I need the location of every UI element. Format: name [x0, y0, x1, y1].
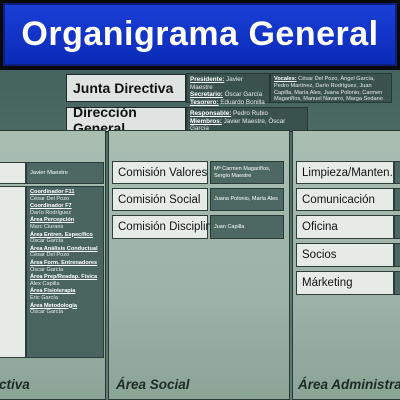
tesorero-key: Tesorero:: [190, 98, 219, 106]
admin-item-comunicacion: Comunicación: [296, 188, 394, 211]
junta-directiva-label: Junta Directiva: [73, 80, 174, 96]
deportiva-director-info: Javier Maestre: [26, 162, 104, 184]
admin-item-side: [394, 161, 400, 184]
page-title: Organigrama General: [21, 15, 379, 53]
comision-valores-names: Mª Carmen Magariños, Sergio Maestre: [214, 166, 271, 179]
admin-item-side: [394, 271, 400, 295]
comision-social-names: Juana Polonio, María Ales: [214, 196, 278, 203]
area-social-title: Área Social: [116, 377, 190, 392]
admin-item-limpieza: Limpieza/Manten.: [296, 161, 394, 184]
admin-item-label: Oficina: [302, 221, 338, 233]
responsable-value: Pedro Rubio: [233, 110, 269, 117]
comision-social-box: Comisión Social: [112, 188, 208, 211]
area-person: César Del Pozo: [30, 252, 70, 259]
area-person: Óscar García: [30, 238, 64, 245]
admin-item-label: Márketing: [302, 277, 353, 289]
area-person: Marc Ciurans: [30, 223, 64, 230]
area-person: Óscar García: [30, 266, 64, 273]
area-heading: Área Form. Entrenadores: [30, 259, 98, 266]
area-heading: Área Percepción: [30, 217, 75, 224]
comision-social-label: Comisión Social: [118, 193, 201, 206]
junta-officers-info: Presidente: Javier Maestre Secretario: Ó…: [186, 73, 270, 106]
comision-social-members: Juana Polonio, María Ales: [210, 188, 284, 211]
area-heading: Área Fisioterapia: [30, 288, 76, 295]
admin-item-side: [394, 243, 400, 267]
admin-item-label: Socios: [302, 249, 337, 261]
area-heading: Área Entren. Específico: [30, 231, 93, 238]
title-panel: Organigrama General: [3, 3, 397, 66]
comision-valores-members: Mª Carmen Magariños, Sergio Maestre: [210, 161, 284, 184]
direccion-info: Responsable: Pedro Rubio Miembros: Javie…: [186, 107, 308, 132]
area-deportiva-title: ctiva: [0, 377, 30, 392]
comision-disciplina-label: Comisión Disciplina: [118, 221, 219, 233]
admin-item-marketing: Márketing: [296, 271, 394, 295]
admin-item-label: Comunicación: [302, 193, 375, 206]
admin-item-side: [394, 188, 400, 211]
area-heading: Área Metodología: [30, 302, 77, 309]
comision-valores-box: Comisión Valores: [112, 161, 208, 184]
area-person: Darío Rodríguez: [30, 209, 72, 216]
area-heading: Coordinador F11: [30, 189, 75, 195]
area-heading: Coordinador F7: [30, 203, 72, 210]
presidente-value: Javier Maestre: [190, 76, 243, 91]
area-heading: Área Prep/Readap. Física: [30, 274, 98, 281]
presidente-key: Presidente:: [190, 76, 225, 83]
admin-item-oficina: Oficina: [296, 215, 394, 239]
area-person: Eric García: [30, 294, 58, 301]
secretario-key: Secretario:: [190, 91, 223, 99]
vocales-value: César Del Pozo, Ángel García, Pedro Mart…: [274, 76, 383, 103]
secretario-value: Óscar García: [224, 91, 263, 99]
comision-disciplina-members: Juan Capilla: [210, 215, 284, 239]
direccion-general-box: Dirección General: [66, 104, 186, 136]
area-person: César Del Pozo: [30, 195, 70, 202]
junta-directiva-box: Junta Directiva: [66, 74, 186, 102]
area-administrativa-title: Área Administrativa: [298, 377, 400, 392]
miembros-value: Javier Maestre, Óscar García: [190, 117, 286, 133]
title-banner: Organigrama General: [0, 0, 400, 70]
miembros-key: Miembros:: [190, 117, 222, 125]
deportiva-areas-box: [0, 186, 26, 358]
deportiva-director-box: [0, 162, 26, 184]
area-person: Óscar García: [30, 309, 64, 316]
deportiva-director-name: Javier Maestre: [30, 169, 69, 176]
area-heading: Área Análisis Conductual: [30, 245, 98, 252]
admin-item-socios: Socios: [296, 243, 394, 267]
admin-item-side: [394, 215, 400, 239]
junta-vocales-info: Vocales: César Del Pozo, Ángel García, P…: [270, 73, 392, 103]
vocales-key: Vocales:: [274, 76, 297, 82]
comision-disciplina-box: Comisión Disciplina: [112, 215, 218, 239]
admin-item-label: Limpieza/Manten.: [302, 166, 393, 179]
comision-disciplina-names: Juan Capilla: [214, 223, 245, 230]
tesorero-value: Eduardo Bonilla: [220, 98, 265, 106]
area-person: Alex Capilla: [30, 280, 60, 287]
responsable-key: Responsable:: [190, 110, 232, 117]
comision-valores-label: Comisión Valores: [118, 166, 208, 179]
